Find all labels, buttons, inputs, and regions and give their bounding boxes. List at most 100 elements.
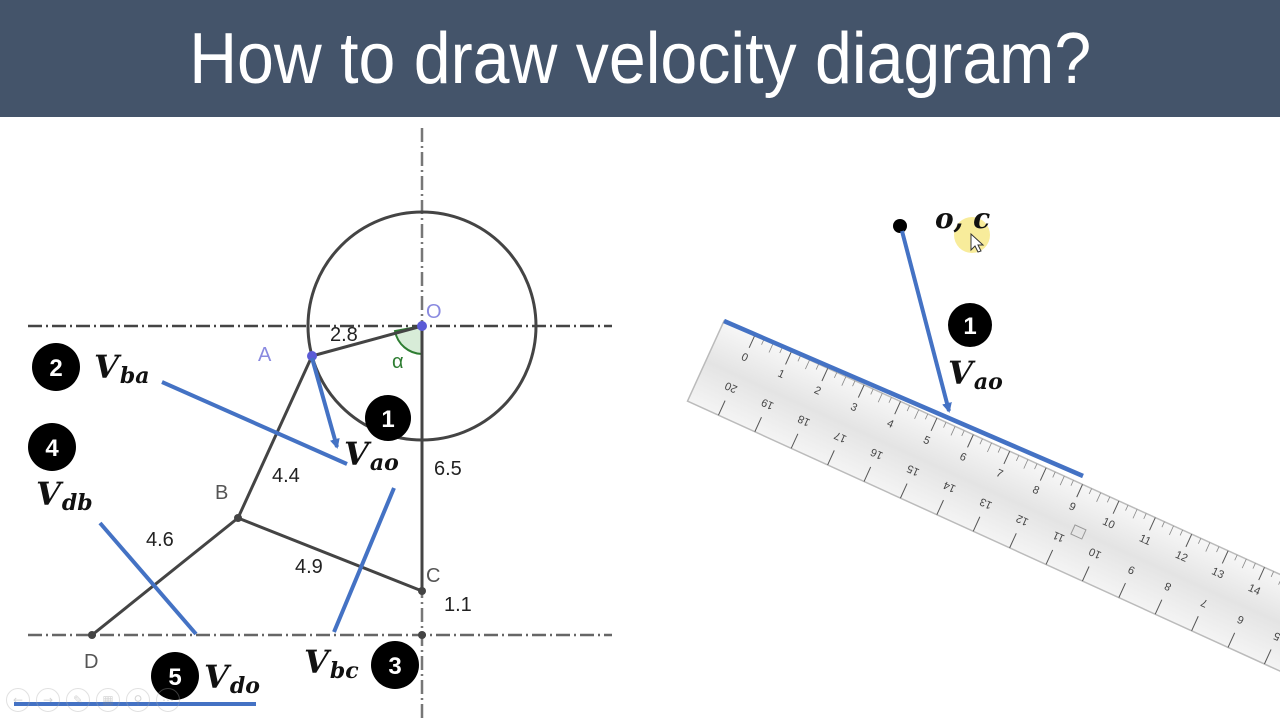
ruler-bottom-number: 14	[942, 478, 958, 494]
ruler-top-number: 14	[1246, 582, 1262, 598]
zoom-icon[interactable]: ⚲	[126, 688, 150, 712]
ruler: 0201192183174165156147138129111010119128…	[686, 320, 1280, 676]
ruler-major-tick	[972, 516, 981, 532]
vdb-base: V	[36, 475, 64, 513]
ruler-minor-tick	[1088, 488, 1092, 495]
ruler-major-tick	[1112, 500, 1120, 514]
ruler-minor-tick	[1179, 529, 1183, 536]
dim-bd: 4.6	[146, 529, 174, 551]
dim-c-offset: 1.1	[444, 594, 472, 616]
ruler-minor-tick	[768, 343, 774, 353]
next-icon[interactable]: →	[36, 688, 60, 712]
ruler-minor-tick	[943, 422, 947, 428]
ruler-major-tick	[1076, 484, 1083, 498]
ruler-minor-tick	[870, 388, 874, 395]
ruler-minor-tick	[1143, 513, 1147, 520]
slides-icon[interactable]: ▦	[96, 688, 120, 712]
ruler-minor-tick	[1070, 480, 1074, 486]
vector-label-vba: 2 Vba	[32, 343, 149, 391]
vdo-base: V	[204, 658, 232, 696]
ruler-top-number: 5	[921, 434, 932, 447]
label-alpha: α	[392, 351, 404, 373]
ruler-major-tick	[821, 368, 829, 382]
dim-oa: 2.8	[330, 324, 358, 346]
badge-2: 2	[49, 355, 62, 382]
ruler-minor-tick	[1106, 496, 1111, 503]
more-icon[interactable]: ⋯	[156, 688, 180, 712]
ruler-major-tick	[863, 466, 872, 482]
ruler-bottom-number: 13	[978, 495, 994, 511]
ruler-minor-tick	[1052, 471, 1056, 478]
ruler-minor-tick	[979, 438, 983, 445]
ruler-minor-tick	[1023, 459, 1029, 469]
vector-label-vdo: 5 Vdo	[151, 652, 260, 700]
ruler-bottom-number: 6	[1236, 612, 1247, 625]
dim-bc: 4.9	[295, 556, 323, 578]
mechanism: O A B C D α 2.8 4.4 4.6 4.9 6.5 1.1	[28, 128, 612, 720]
joint-o	[417, 321, 427, 331]
badge-5: 5	[168, 664, 181, 691]
joint-a	[307, 351, 317, 361]
vao-right-sub: ao	[974, 369, 1003, 395]
badge-1-right: 1	[963, 313, 976, 340]
ruler-bottom-number: 11	[1051, 528, 1066, 544]
vao-arrow	[310, 357, 340, 449]
ruler-top-number: 0	[739, 351, 750, 364]
ruler-minor-tick	[797, 355, 801, 362]
cursor-pointer-icon	[970, 232, 985, 253]
ruler-major-tick	[1258, 567, 1265, 581]
ruler-major-tick	[790, 433, 799, 449]
vector-label-vdb: 4 Vdb	[28, 423, 93, 516]
ruler-minor-tick	[1096, 492, 1102, 502]
ruler-top-number: 7	[994, 467, 1005, 480]
label-o: O	[426, 301, 442, 323]
ruler-minor-tick	[1241, 558, 1247, 569]
pen-icon[interactable]: ✎	[66, 688, 90, 712]
ruler-minor-tick	[1015, 455, 1020, 461]
ruler-bottom-number: 17	[832, 429, 848, 445]
link-oa	[311, 324, 423, 358]
joint-ground-c	[418, 631, 426, 639]
ruler-top-number: 1	[776, 368, 787, 381]
ruler-bottom-number: 18	[796, 412, 812, 428]
ruler-top-number: 9	[1067, 500, 1078, 513]
vao-vector-right	[900, 230, 952, 413]
ruler-bottom-number: 5	[1272, 629, 1280, 642]
direction-lines	[14, 357, 396, 706]
ruler-minor-tick	[833, 372, 838, 379]
ruler-major-tick	[1039, 467, 1047, 481]
ruler-top-number: 12	[1173, 549, 1189, 565]
ruler-major-tick	[754, 416, 762, 432]
vbc-sub: bc	[330, 658, 359, 684]
ruler-major-tick	[827, 450, 835, 466]
label-b: B	[215, 482, 228, 504]
ruler-bottom-number: 16	[869, 445, 885, 461]
joint-b	[234, 514, 242, 522]
ruler-minor-tick	[997, 446, 1001, 453]
ruler-top-number: 3	[848, 401, 859, 414]
ruler-minor-tick	[815, 363, 819, 370]
ruler-bottom-number: 19	[760, 396, 776, 412]
ruler-bottom-number: 9	[1126, 563, 1137, 576]
label-c: C	[426, 565, 440, 587]
ruler-bottom-number: 20	[723, 379, 739, 395]
ruler-body	[686, 320, 1280, 676]
prev-icon[interactable]: ←	[6, 688, 30, 712]
label-d: D	[84, 651, 98, 673]
ruler-bottom-number: 8	[1163, 579, 1174, 592]
ruler-grip-icon	[1070, 524, 1087, 540]
vbc-line	[332, 487, 396, 633]
badge-1: 1	[381, 406, 394, 433]
ruler-major-tick	[785, 351, 792, 365]
vdb-line	[98, 521, 198, 636]
ruler-minor-tick	[961, 430, 965, 437]
ruler-major-tick	[1009, 533, 1017, 549]
ruler-ticks: 0201192183174165156147138129111010119128…	[717, 334, 1280, 665]
svg-text:Vao: Vao	[344, 435, 399, 476]
badge-3: 3	[388, 653, 401, 680]
vao-direction-line-right	[723, 318, 1084, 479]
pole-point	[893, 219, 907, 233]
ruler-major-tick	[894, 401, 901, 415]
ruler-major-tick	[1191, 616, 1199, 632]
joint-c	[418, 587, 426, 595]
